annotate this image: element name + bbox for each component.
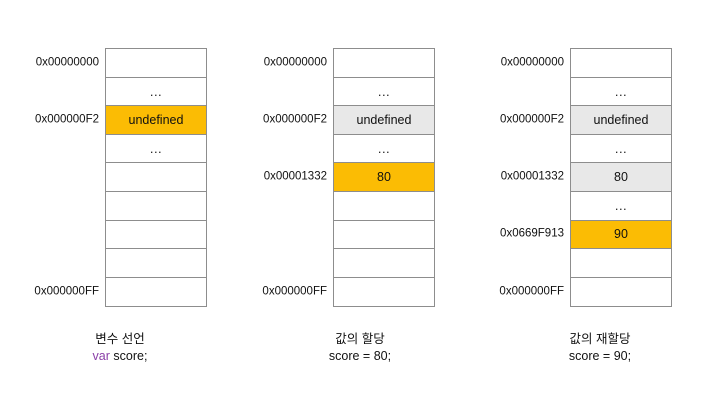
memory-cell: ...	[334, 134, 434, 164]
memory-address-label: 0x00001332	[263, 170, 327, 183]
memory-cell	[334, 220, 434, 250]
diagram-caption: 변수 선언 var score;	[0, 331, 240, 365]
memory-cell: 0x0669F913 90	[500, 220, 671, 250]
memory-cell	[334, 191, 434, 221]
ellipsis-marker: ...	[149, 141, 163, 157]
memory-table: 0x00000000... 0x000000F2 undefined... 0x000…	[499, 48, 672, 308]
memory-address-label: 0x0669F913	[500, 227, 564, 240]
memory-cell-value: 80	[377, 169, 391, 184]
memory-address-label: 0x00000000	[263, 56, 327, 69]
memory-cell: 0x00000000	[264, 49, 434, 78]
memory-cell-value: undefined	[128, 112, 184, 127]
memory-cell	[571, 249, 671, 278]
diagram-value-assignment: 0x00000000... 0x000000F2 undefined... 0x000…	[240, 48, 480, 378]
memory-address-label: 0x000000F2	[263, 113, 327, 126]
code-keyword: var	[92, 349, 110, 363]
memory-cell: ...	[571, 134, 671, 164]
memory-cell: 0x000000FF	[499, 277, 671, 307]
code-statement: score = 90;	[568, 349, 632, 363]
ellipsis-marker: ...	[377, 141, 391, 157]
diagram-caption: 값의 재할당 score = 90;	[480, 331, 720, 365]
memory-cell	[106, 220, 206, 250]
memory-table: 0x00000000... 0x000000F2 undefined... 0x000…	[34, 48, 207, 308]
ellipsis-marker: ...	[149, 83, 163, 99]
memory-cell: ...	[106, 134, 206, 164]
memory-address-label: 0x000000FF	[34, 285, 99, 298]
memory-cell-value: undefined	[356, 112, 412, 127]
memory-cell	[106, 163, 206, 192]
memory-cell: ...	[334, 77, 434, 107]
memory-cell-value: 80	[614, 169, 628, 184]
memory-cell: 0x00001332 80	[501, 163, 671, 192]
diagram-value-reassignment: 0x00000000... 0x000000F2 undefined... 0x000…	[480, 48, 720, 378]
caption-code: score = 80;	[240, 348, 480, 365]
memory-address-label: 0x000000FF	[499, 285, 564, 298]
memory-cell: ...	[571, 77, 671, 107]
memory-cell: ...	[106, 77, 206, 107]
caption-title: 변수 선언	[95, 332, 145, 346]
caption-title: 값의 할당	[335, 332, 385, 346]
memory-address-label: 0x000000F2	[35, 113, 99, 126]
memory-address-label: 0x00001332	[500, 170, 564, 183]
memory-cell: 0x000000F2 undefined	[35, 106, 206, 135]
memory-cell: 0x000000F2 undefined	[500, 106, 671, 135]
memory-cell: 0x000000FF	[34, 277, 206, 307]
memory-cell: 0x00001332 80	[264, 163, 434, 192]
memory-cell	[106, 191, 206, 221]
ellipsis-marker: ...	[614, 83, 628, 99]
caption-code: score = 90;	[480, 348, 720, 365]
ellipsis-marker: ...	[614, 198, 628, 214]
memory-cell: ...	[571, 191, 671, 221]
memory-cell: 0x00000000	[36, 49, 206, 78]
caption-title: 값의 재할당	[569, 332, 631, 346]
memory-cell: 0x000000FF	[262, 277, 434, 307]
memory-table: 0x00000000... 0x000000F2 undefined... 0x000…	[262, 48, 435, 308]
memory-address-label: 0x00000000	[500, 56, 564, 69]
diagram-variable-declaration: 0x00000000... 0x000000F2 undefined... 0x000…	[0, 48, 240, 378]
memory-address-label: 0x00000000	[35, 56, 99, 69]
code-statement: score = 80;	[328, 349, 392, 363]
memory-address-label: 0x000000FF	[262, 285, 327, 298]
ellipsis-marker: ...	[614, 141, 628, 157]
memory-cell	[106, 249, 206, 278]
memory-cell-value: 90	[614, 227, 628, 242]
caption-code: var score;	[0, 348, 240, 365]
diagram-caption: 값의 할당 score = 80;	[240, 331, 480, 365]
memory-cell	[334, 249, 434, 278]
memory-cell: 0x00000000	[501, 49, 671, 78]
memory-address-label: 0x000000F2	[500, 113, 564, 126]
memory-cell: 0x000000F2 undefined	[263, 106, 434, 135]
code-statement: score;	[109, 349, 148, 363]
ellipsis-marker: ...	[377, 83, 391, 99]
memory-cell-value: undefined	[593, 112, 649, 127]
